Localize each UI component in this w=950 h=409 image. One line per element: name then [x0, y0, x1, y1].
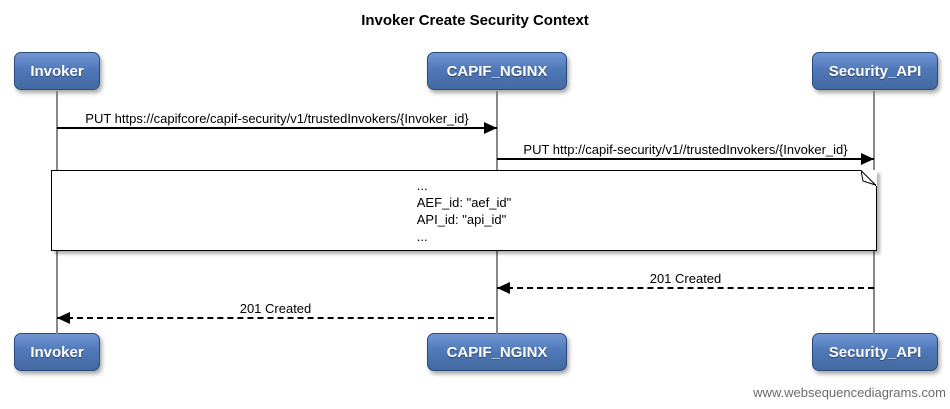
note-line: API_id: "api_id"	[416, 212, 507, 227]
diagram-title: Invoker Create Security Context	[361, 12, 589, 29]
message-line-dashed	[57, 312, 494, 324]
actor-label: Security_API	[828, 62, 922, 80]
message-label: 201 Created	[239, 301, 312, 316]
actor-box-capif-nginx-bottom: CAPIF_NGINX	[427, 333, 567, 371]
actor-label: CAPIF_NGINX	[446, 62, 548, 80]
message-line-solid	[497, 153, 874, 165]
arrowhead-left-icon	[57, 312, 70, 324]
actor-box-capif-nginx-top: CAPIF_NGINX	[427, 52, 567, 90]
actor-box-invoker-bottom: Invoker	[14, 333, 100, 371]
message-label: PUT http://capif-security/v1//trustedInv…	[523, 142, 848, 157]
message-label: PUT https://capifcore/capif-security/v1/…	[85, 111, 469, 126]
actor-label: Invoker	[30, 343, 84, 361]
message-line-solid	[57, 122, 497, 134]
note-fold-icon	[861, 170, 877, 186]
actor-box-security-api-bottom: Security_API	[812, 333, 938, 371]
actor-label: Security_API	[828, 343, 922, 361]
message-put-trusted-invokers-internal: PUT http://capif-security/v1//trustedInv…	[497, 142, 874, 165]
message-label: 201 Created	[649, 271, 722, 286]
message-put-trusted-invokers-core: PUT https://capifcore/capif-security/v1/…	[57, 111, 497, 134]
message-line-dashed	[497, 282, 874, 294]
arrowhead-right-icon	[484, 122, 497, 134]
message-201-created-to-invoker: 201 Created	[57, 301, 494, 324]
actor-label: Invoker	[30, 62, 84, 80]
actor-box-invoker-top: Invoker	[14, 52, 100, 90]
actor-box-security-api-top: Security_API	[812, 52, 938, 90]
note-box: ... AEF_id: "aef_id" API_id: "api_id" ..…	[51, 170, 877, 251]
arrowhead-right-icon	[861, 153, 874, 165]
note-line: ...	[416, 178, 428, 193]
note-line: ...	[416, 229, 428, 244]
actor-label: CAPIF_NGINX	[446, 343, 548, 361]
note-line: AEF_id: "aef_id"	[416, 195, 512, 210]
arrowhead-left-icon	[497, 282, 510, 294]
watermark: www.websequencediagrams.com	[753, 385, 946, 400]
note-text-block: ... AEF_id: "aef_id" API_id: "api_id" ..…	[417, 177, 512, 245]
message-201-created-to-nginx: 201 Created	[497, 271, 874, 294]
